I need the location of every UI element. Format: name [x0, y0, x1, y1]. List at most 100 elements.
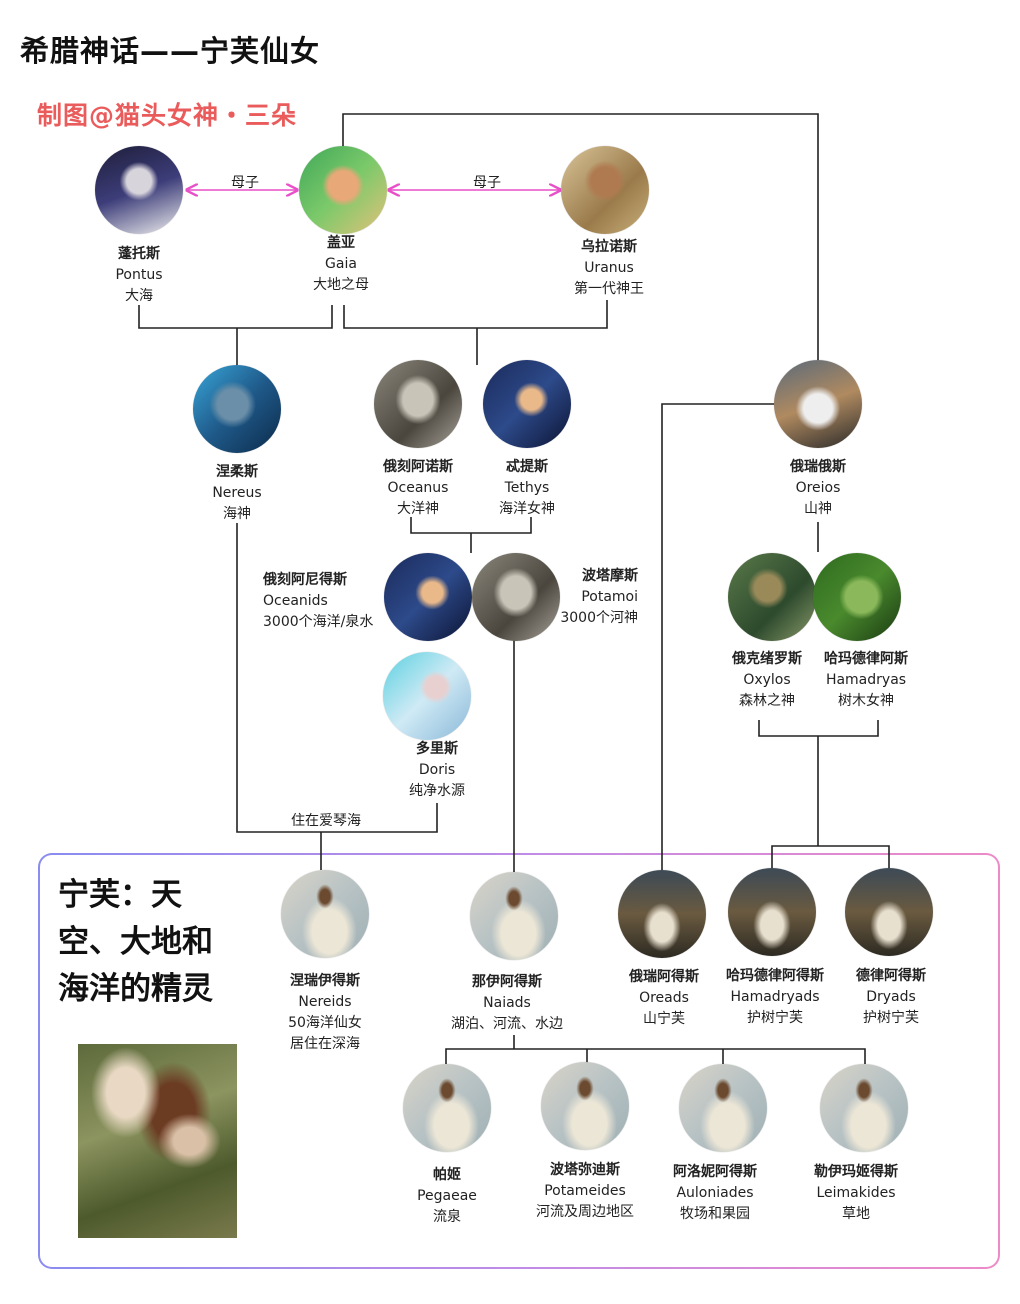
node-name-en: Doris: [418, 762, 456, 778]
node-name-en: Potameides: [544, 1183, 626, 1199]
pontus-label: 蓬托斯 Pontus 大海: [115, 244, 162, 307]
gaia-oreios-line: [342, 113, 819, 360]
node-name-en: Naiads: [483, 995, 531, 1011]
node-name-en: Pontus: [115, 267, 163, 283]
node-name-en: Nereus: [212, 485, 262, 501]
node-description: 树木女神: [838, 693, 894, 709]
doris-portrait: [383, 652, 471, 740]
node-description: 湖泊、河流、水边: [451, 1016, 563, 1032]
node-description: 50海洋仙女: [288, 1015, 362, 1031]
nymph-box-title: 宁芙：天空、大地和海洋的精灵: [58, 877, 213, 1007]
node-name-en: Oceanids: [263, 593, 328, 609]
node-name-en: Auloniades: [676, 1185, 754, 1201]
pegaeae-label: 帕姬 Pegaeae 流泉: [417, 1165, 477, 1228]
nymph-painting-image: [78, 1044, 237, 1238]
node-name-en: Pegaeae: [417, 1188, 477, 1204]
leimakides-portrait: [820, 1064, 908, 1152]
node-name-zh: 盖亚: [327, 235, 355, 251]
node-name-zh: 涅瑞伊得斯: [289, 973, 360, 989]
node-name-en: Oceanus: [387, 480, 449, 496]
node-name-en: Nereids: [298, 994, 352, 1010]
node-description: 护树宁芙: [863, 1010, 919, 1026]
node-description: 山宁芙: [643, 1011, 685, 1027]
relation-label: 母子: [231, 175, 259, 191]
leimakides-label: 勒伊玛姬得斯 Leimakides 草地: [814, 1162, 898, 1225]
node-name-en: Oreads: [639, 990, 689, 1006]
node-description: 流泉: [432, 1209, 461, 1225]
gaia-label: 盖亚 Gaia 大地之母: [313, 233, 369, 296]
node-name-zh: 俄瑞阿得斯: [629, 969, 699, 985]
node-name-zh: 哈玛德律阿得斯: [726, 968, 824, 984]
pontus-portrait: [95, 146, 183, 234]
node-description: 牧场和果园: [680, 1206, 750, 1222]
oxylos-portrait: [728, 553, 816, 641]
node-name-en: Leimakides: [816, 1185, 896, 1201]
node-description: 居住在深海: [289, 1036, 360, 1052]
node-name-zh: 俄刻阿尼得斯: [263, 572, 347, 588]
nereids-label: 涅瑞伊得斯 Nereids 50海洋仙女居住在深海: [288, 971, 362, 1055]
auloniades-portrait: [679, 1064, 767, 1152]
node-name-zh: 俄瑞俄斯: [790, 459, 846, 475]
node-name-zh: 俄刻阿诺斯: [383, 459, 453, 475]
dryads-portrait: [845, 868, 933, 956]
nereids-portrait: [281, 870, 369, 958]
hamadryas-label: 哈玛德律阿斯 Hamadryas 树木女神: [824, 649, 908, 712]
node-description: 河流及周边地区: [536, 1204, 634, 1220]
node-name-zh: 哈玛德律阿斯: [824, 651, 908, 667]
node-name-zh: 涅柔斯: [215, 464, 258, 480]
hamadryas-portrait: [813, 553, 901, 641]
node-name-zh: 忒提斯: [506, 459, 548, 475]
naiads-portrait: [470, 872, 558, 960]
node-description: 海神: [222, 506, 251, 522]
oceanids-portrait: [384, 553, 472, 641]
tethys-label: 忒提斯 Tethys 海洋女神: [499, 457, 555, 520]
hamadryads-portrait: [728, 868, 816, 956]
node-name-zh: 多里斯: [416, 741, 458, 757]
naiads-children-bracket: [445, 1048, 866, 1064]
potamoi-portrait: [472, 553, 560, 641]
node-description: 第一代神王: [574, 281, 644, 297]
node-name-en: Oxylos: [743, 672, 791, 688]
oreios-oreads-line: [661, 403, 775, 870]
relation-label: 母子: [473, 175, 501, 191]
nereus-label: 涅柔斯 Nereus 海神: [212, 462, 261, 525]
node-name-en: Hamadryads: [730, 989, 820, 1005]
node-name-en: Uranus: [584, 260, 634, 276]
oceanus-label: 俄刻阿诺斯 Oceanus 大洋神: [383, 457, 453, 520]
nereus-portrait: [193, 365, 281, 453]
node-description: 大海: [124, 288, 153, 304]
credit-text: 制图@猫头女神・三朵: [37, 101, 298, 130]
potameides-portrait: [541, 1062, 629, 1150]
node-description: 大洋神: [397, 501, 439, 517]
node-name-zh: 波塔弥迪斯: [550, 1162, 620, 1178]
node-name-zh: 那伊阿得斯: [472, 974, 542, 990]
node-name-zh: 勒伊玛姬得斯: [814, 1164, 898, 1180]
node-description: 山神: [804, 501, 832, 517]
tethys-portrait: [483, 360, 571, 448]
nereus-doris-bracket: [236, 523, 438, 833]
node-description: 海洋女神: [499, 501, 555, 517]
node-name-en: Dryads: [866, 989, 916, 1005]
node-name-en: Tethys: [504, 480, 550, 496]
node-description: 草地: [842, 1206, 870, 1222]
node-name-en: Hamadryas: [825, 672, 907, 688]
node-description: 3000个河神: [560, 610, 638, 626]
node-description: 大地之母: [313, 277, 369, 293]
node-name-zh: 波塔摩斯: [582, 568, 638, 584]
node-description: 护树宁芙: [747, 1010, 803, 1026]
potameides-label: 波塔弥迪斯 Potameides 河流及周边地区: [536, 1160, 634, 1223]
node-name-zh: 蓬托斯: [117, 246, 160, 262]
node-name-zh: 帕姬: [432, 1167, 461, 1183]
node-name-en: Gaia: [325, 256, 357, 272]
naiads-label: 那伊阿得斯 Naiads 湖泊、河流、水边: [451, 972, 563, 1035]
pontus-gaia-bracket: [138, 305, 333, 329]
node-description: 森林之神: [739, 693, 795, 709]
